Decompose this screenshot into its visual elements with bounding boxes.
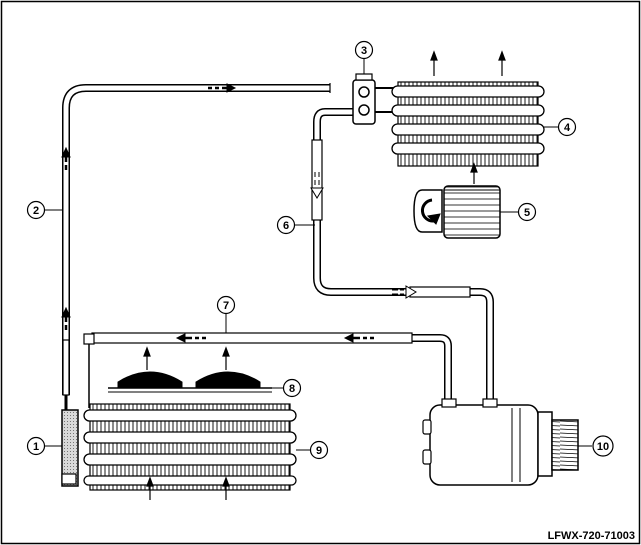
figure-id-label: LFWX-720-71003 [547, 530, 635, 542]
flow-arrow-liquid-lower [61, 306, 71, 330]
callout-6: 6 [276, 215, 296, 235]
callout-label-2: 2 [33, 205, 39, 217]
evaporator [391, 50, 545, 184]
flow-arrow-liquid-upper [61, 146, 71, 170]
callout-1: 1 [26, 436, 46, 456]
high-pressure-liquid-line [62, 84, 330, 395]
callout-label-8: 8 [289, 383, 295, 395]
pipes [62, 83, 494, 410]
compressor [422, 398, 579, 486]
suction-hose-sleeve [409, 286, 471, 298]
callout-3: 3 [354, 40, 374, 60]
callout-10: 10 [592, 435, 614, 457]
flow-arrow-suction-right [392, 285, 417, 299]
callout-label-7: 7 [223, 300, 229, 312]
suction-line-fitting [311, 139, 323, 221]
callout-label-3: 3 [361, 45, 367, 57]
callout-5: 5 [517, 202, 537, 222]
callout-label-6: 6 [283, 220, 289, 232]
callout-9: 9 [309, 440, 329, 460]
callout-4: 4 [557, 117, 577, 137]
rotation-arrow-icon [420, 198, 435, 223]
flow-arrow-liquid-top [208, 83, 237, 93]
callout-8: 8 [282, 378, 302, 398]
callout-label-9: 9 [316, 445, 322, 457]
callouts: 1 2 3 4 5 6 7 8 9 10 [26, 40, 614, 460]
callout-2: 2 [26, 200, 46, 220]
flow-arrows [61, 83, 417, 343]
condenser [83, 346, 297, 500]
receiver-drier [61, 395, 79, 487]
flow-arrow-discharge-right [343, 333, 374, 343]
blower-fan [413, 185, 501, 239]
cooling-fan [108, 371, 272, 393]
expansion-valve [352, 73, 400, 125]
callout-label-1: 1 [33, 441, 39, 453]
flow-arrow-suction-down [310, 172, 324, 199]
callout-7: 7 [216, 295, 236, 315]
callout-label-5: 5 [524, 207, 530, 219]
flow-arrow-discharge-left [175, 333, 206, 343]
liquid-line-fitting [62, 339, 70, 396]
callout-label-4: 4 [564, 122, 571, 134]
callout-label-10: 10 [597, 441, 609, 453]
